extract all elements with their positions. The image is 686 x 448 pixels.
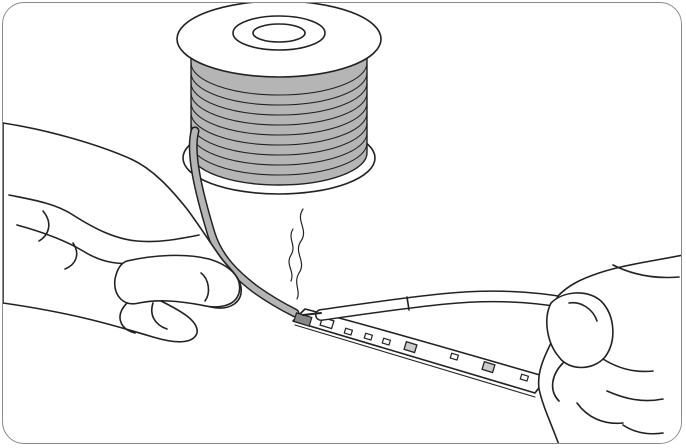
- right-hand: [539, 255, 682, 444]
- illustration-frame: [2, 2, 682, 444]
- soldering-illustration: [3, 3, 682, 444]
- solder-smoke: [289, 209, 304, 299]
- left-hand-thumb: [115, 255, 240, 306]
- spool-hole: [253, 24, 305, 42]
- second-wire: [303, 296, 569, 315]
- wire-spool: [177, 3, 381, 194]
- led-strip: [293, 309, 547, 397]
